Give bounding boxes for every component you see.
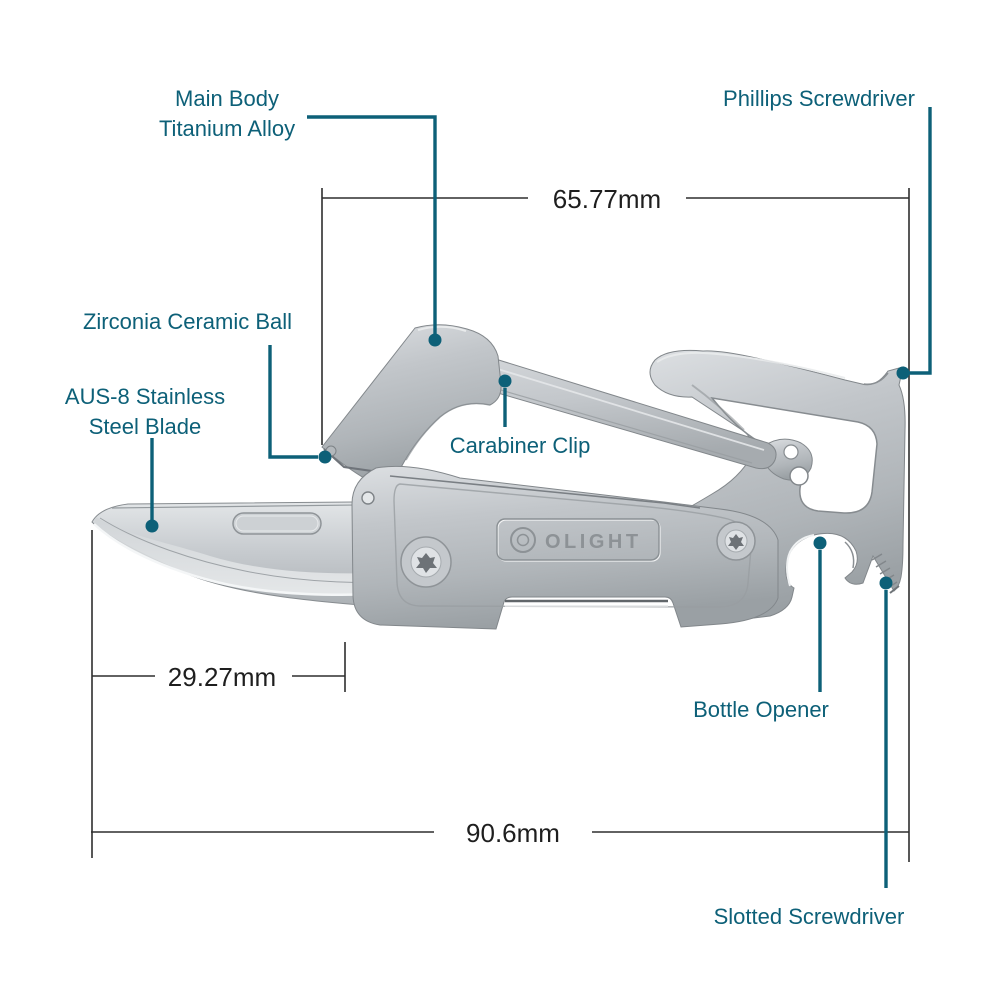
leader-dots [145, 333, 910, 590]
olight-logo: OLIGHT [496, 518, 661, 562]
leader-phillips [909, 107, 932, 375]
label-aus8-line1: AUS-8 Stainless [64, 384, 226, 409]
lanyard-hole [789, 466, 809, 486]
dot-main-body [428, 333, 442, 347]
bottle-opener-notch [786, 534, 815, 587]
dimension-blade-length: 29.27mm [167, 662, 277, 692]
label-phillips-screwdriver: Phillips Screwdriver [723, 86, 915, 111]
dimension-total-length: 90.6mm [466, 818, 560, 848]
dimension-body-length: 65.77mm [552, 184, 662, 214]
label-main-body-line1: Main Body [175, 86, 279, 111]
blade-slot [232, 512, 322, 535]
carabiner-frame [321, 324, 502, 487]
label-carabiner-clip: Carabiner Clip [449, 433, 591, 458]
tool-handle: OLIGHT [351, 465, 779, 630]
pivot-screw [400, 536, 452, 588]
leader-zirconia [268, 345, 318, 459]
body-screw [716, 521, 756, 561]
olight-logo-text: OLIGHT [545, 531, 642, 553]
dot-carabiner-clip [498, 374, 512, 388]
dot-zirconia [318, 450, 332, 464]
label-main-body: Main Body Titanium Alloy [140, 84, 314, 144]
dot-aus8-blade [145, 519, 159, 533]
hinge-hole [361, 491, 375, 505]
phillips-tip [863, 372, 889, 386]
front-scale-plate [393, 483, 752, 608]
dot-phillips [896, 366, 910, 380]
leader-lines [150, 107, 932, 888]
label-zirconia-ceramic-ball: Zirconia Ceramic Ball [82, 309, 293, 334]
label-aus8-line2: Steel Blade [88, 414, 202, 439]
handle-top-seam [389, 475, 701, 509]
dot-slotted [879, 576, 893, 590]
dimension-lines [91, 188, 910, 862]
dot-bottle-opener [813, 536, 827, 550]
label-aus8-blade: AUS-8 Stainless Steel Blade [53, 382, 237, 442]
label-slotted-screwdriver: Slotted Screwdriver [713, 904, 905, 929]
label-main-body-line2: Titanium Alloy [158, 116, 296, 141]
leader-main-body [307, 115, 437, 334]
label-bottle-opener: Bottle Opener [693, 697, 829, 722]
